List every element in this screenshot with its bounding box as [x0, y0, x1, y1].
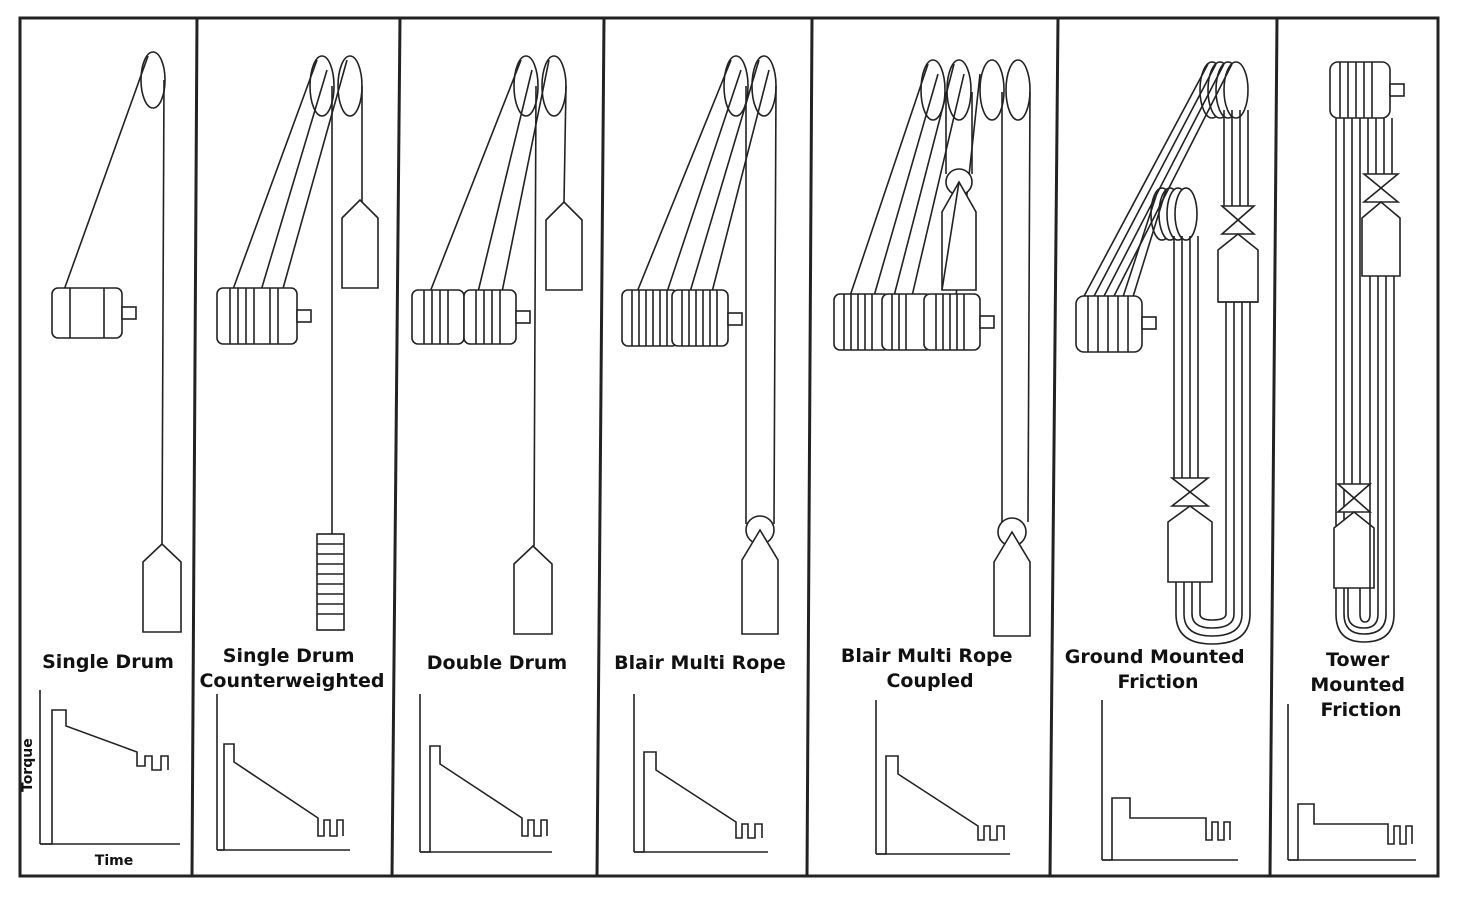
x-axis-label: Time [95, 853, 133, 869]
torque-time-graph: Torque Time [20, 690, 180, 869]
hoist-drawing [1329, 61, 1405, 643]
panel-blair-multi-rope: Blair Multi Rope [614, 55, 786, 853]
panel-single-drum-counterweighted: Single Drum Counterweighted [199, 55, 385, 851]
panel-single-drum: Single Drum Torque Time [20, 51, 182, 869]
panel-ground-mounted-friction: Ground Mounted Friction [1065, 61, 1259, 861]
panel-title: Ground Mounted Friction [1065, 646, 1252, 693]
panel-title: Double Drum [427, 652, 567, 674]
hoist-drawing [51, 51, 182, 633]
hoist-drawing [621, 55, 779, 635]
torque-time-graph [216, 694, 350, 851]
torque-time-graph [875, 700, 1010, 855]
panel-blair-multi-rope-coupled: Blair Multi Rope Coupled [833, 59, 1031, 855]
panel-title: Single Drum Counterweighted [199, 645, 384, 692]
panel-double-drum: Double Drum [411, 55, 583, 853]
panel-title: Blair Multi Rope Coupled [841, 645, 1019, 692]
panel-borders [18, 16, 1440, 878]
hoist-drawing [1075, 61, 1259, 645]
panel-title: Tower Mounted Friction [1310, 649, 1411, 721]
torque-time-graph [633, 694, 768, 853]
hoist-drawing [216, 55, 379, 631]
hoist-types-diagram: Single Drum Torque Time [18, 16, 1440, 878]
panel-title: Single Drum [42, 651, 174, 673]
hoist-drawing [411, 55, 583, 635]
y-axis-label: Torque [20, 738, 36, 792]
hoist-drawing [833, 59, 1031, 637]
panel-title: Blair Multi Rope [614, 652, 786, 674]
torque-time-graph [1287, 704, 1416, 861]
torque-time-graph [1101, 700, 1238, 861]
torque-time-graph [419, 694, 552, 853]
panel-tower-mounted-friction: Tower Mounted Friction [1287, 61, 1416, 861]
